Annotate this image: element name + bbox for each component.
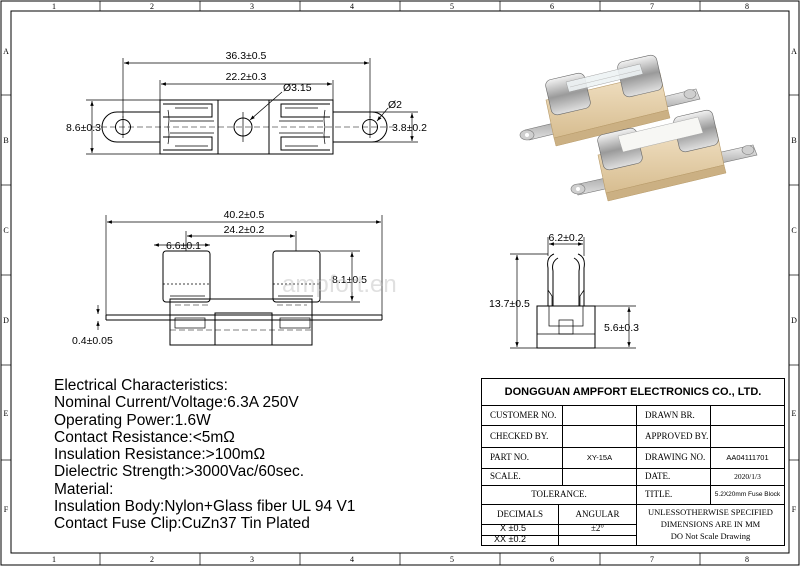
spec-line: Dielectric Strength:>3000Vac/60sec. (54, 463, 305, 481)
row-label: C (3, 226, 8, 235)
row-label: F (4, 505, 9, 514)
col-label: 3 (250, 2, 254, 11)
note-unless-specified: UNLESSOTHERWISE SPECIFIED (648, 507, 773, 517)
row-label: F (792, 505, 797, 514)
dim-base-height: 5.6±0.3 (604, 322, 639, 334)
tolerance-angular: ±2° (590, 523, 605, 533)
spec-line: Operating Power:1.6W (54, 411, 211, 429)
row-label: D (3, 316, 9, 325)
row-label: A (3, 47, 9, 56)
drawing-no-value: AA04111701 (726, 453, 769, 462)
tolerance-x: X ±0.5 (500, 523, 526, 533)
title-label: TITLE. (645, 489, 673, 499)
drawn-by-label: DRAWN BR. (645, 410, 695, 420)
dim-tab-width: 3.8±0.2 (392, 122, 427, 134)
approved-by-label: APPROVED BY. (645, 431, 709, 441)
row-label: B (791, 136, 796, 145)
decimals-label: DECIMALS (496, 509, 543, 519)
fuse-block-upper (519, 54, 701, 147)
col-label: 3 (250, 555, 254, 564)
title-block: DONGGUAN AMPFORT ELECTRONICS CO., LTD. C… (481, 378, 785, 546)
tolerance-xx: XX ±0.2 (494, 534, 526, 544)
spec-line: Insulation Resistance:>100mΩ (54, 446, 266, 464)
col-label: 6 (550, 555, 554, 564)
row-label: D (791, 316, 797, 325)
product-photo (519, 54, 758, 202)
col-label: 7 (650, 2, 654, 11)
row-label: E (4, 409, 9, 418)
column-markers-bottom: 1 2 3 4 5 6 7 8 (52, 555, 749, 564)
column-markers-top: 1 2 3 4 5 6 7 8 (52, 2, 749, 11)
note-do-not-scale: DO Not Scale Drawing (670, 531, 751, 541)
col-label: 2 (150, 2, 154, 11)
col-label: 5 (450, 2, 454, 11)
dim-clip-height: 8.1±0.5 (332, 274, 367, 286)
top-view: 36.3±0.5 22.2±0.3 Ø3.15 Ø2 8.6±0.3 3.8±0… (66, 50, 427, 155)
spec-line: Insulation Body:Nylon+Glass fiber UL 94 … (54, 498, 356, 516)
row-label: C (791, 226, 796, 235)
tolerance-label: TOLERANCE. (531, 489, 587, 499)
scale-label: SCALE. (490, 471, 521, 481)
row-label: B (3, 136, 8, 145)
front-view: 40.2±0.5 24.2±0.2 6.6±0.1 8.1±0.5 0.4±0.… (72, 209, 383, 347)
col-label: 6 (550, 2, 554, 11)
spec-line: Contact Resistance:<5mΩ (54, 428, 235, 446)
fuse-block-lower (570, 109, 758, 202)
col-label: 5 (450, 555, 454, 564)
drawing-no-label: DRAWING NO. (645, 452, 706, 462)
dim-clip-opening: 6.2±0.2 (549, 232, 584, 244)
spec-heading: Electrical Characteristics: (54, 377, 228, 394)
dim-terminal-thickness: 0.4±0.05 (72, 335, 113, 347)
col-label: 4 (350, 555, 354, 564)
dim-height: 8.6±0.3 (66, 122, 101, 134)
dim-overall-length: 36.3±0.5 (226, 50, 267, 62)
date-value: 2020/1/3 (734, 472, 761, 481)
dim-overall-length: 40.2±0.5 (224, 209, 265, 221)
col-label: 4 (350, 2, 354, 11)
row-label: E (792, 409, 797, 418)
spec-line: Nominal Current/Voltage:6.3A 250V (54, 394, 299, 412)
row-label: A (791, 47, 797, 56)
checked-by-label: CHECKED BY. (490, 431, 549, 441)
angular-label: ANGULAR (575, 509, 620, 519)
watermark: ampfort.en (282, 271, 397, 298)
dim-hole-pitch: 22.2±0.3 (226, 71, 267, 83)
electrical-characteristics: Electrical Characteristics: Nominal Curr… (54, 377, 474, 533)
col-label: 2 (150, 555, 154, 564)
note-dimensions-mm: DIMENSIONS ARE IN MM (660, 519, 761, 529)
row-markers-right: A B C D E F (791, 47, 797, 514)
date-label: DATE. (645, 471, 671, 481)
spec-line: Contact Fuse Clip:CuZn37 Tin Plated (54, 515, 310, 533)
dim-center-hole: Ø3.15 (283, 82, 312, 94)
col-label: 1 (52, 555, 56, 564)
part-no-label: PART NO. (490, 452, 529, 462)
col-label: 7 (650, 555, 654, 564)
part-no-value: XY-15A (586, 453, 613, 462)
col-label: 1 (52, 2, 56, 11)
dim-clip-width: 6.6±0.1 (166, 240, 201, 252)
side-view: 6.2±0.2 13.7±0.5 5.6±0.3 (489, 232, 639, 349)
title-value: 5.2X20mm Fuse Block (714, 491, 781, 498)
customer-no-label: CUSTOMER NO. (490, 410, 557, 420)
company-name: DONGGUAN AMPFORT ELECTRONICS CO., LTD. (482, 379, 784, 406)
row-markers-left: A B C D E F (3, 47, 9, 514)
dim-overall-height: 13.7±0.5 (489, 298, 530, 310)
spec-heading: Material: (54, 480, 114, 498)
dim-clip-spacing: 24.2±0.2 (224, 224, 265, 236)
col-label: 8 (745, 2, 749, 11)
col-label: 8 (745, 555, 749, 564)
dim-end-hole: Ø2 (388, 99, 402, 111)
